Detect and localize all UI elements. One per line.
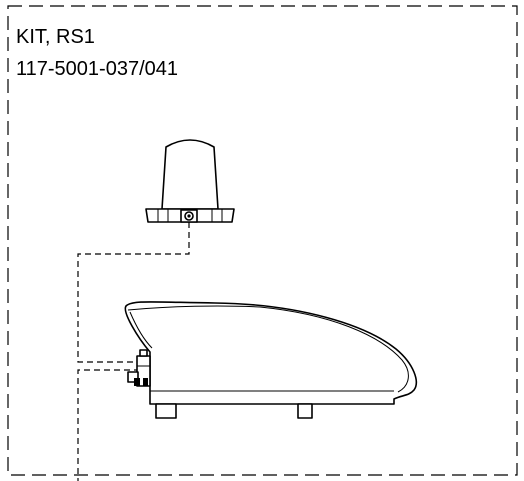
kit-boundary — [7, 5, 518, 476]
power-cable — [77, 369, 140, 481]
base-unit-icon — [124, 301, 418, 419]
antenna-cable — [77, 222, 190, 363]
part-number: 117-5001-037/041 — [16, 58, 178, 80]
antenna-icon — [145, 139, 235, 223]
kit-title: KIT, RS1 — [16, 26, 95, 48]
